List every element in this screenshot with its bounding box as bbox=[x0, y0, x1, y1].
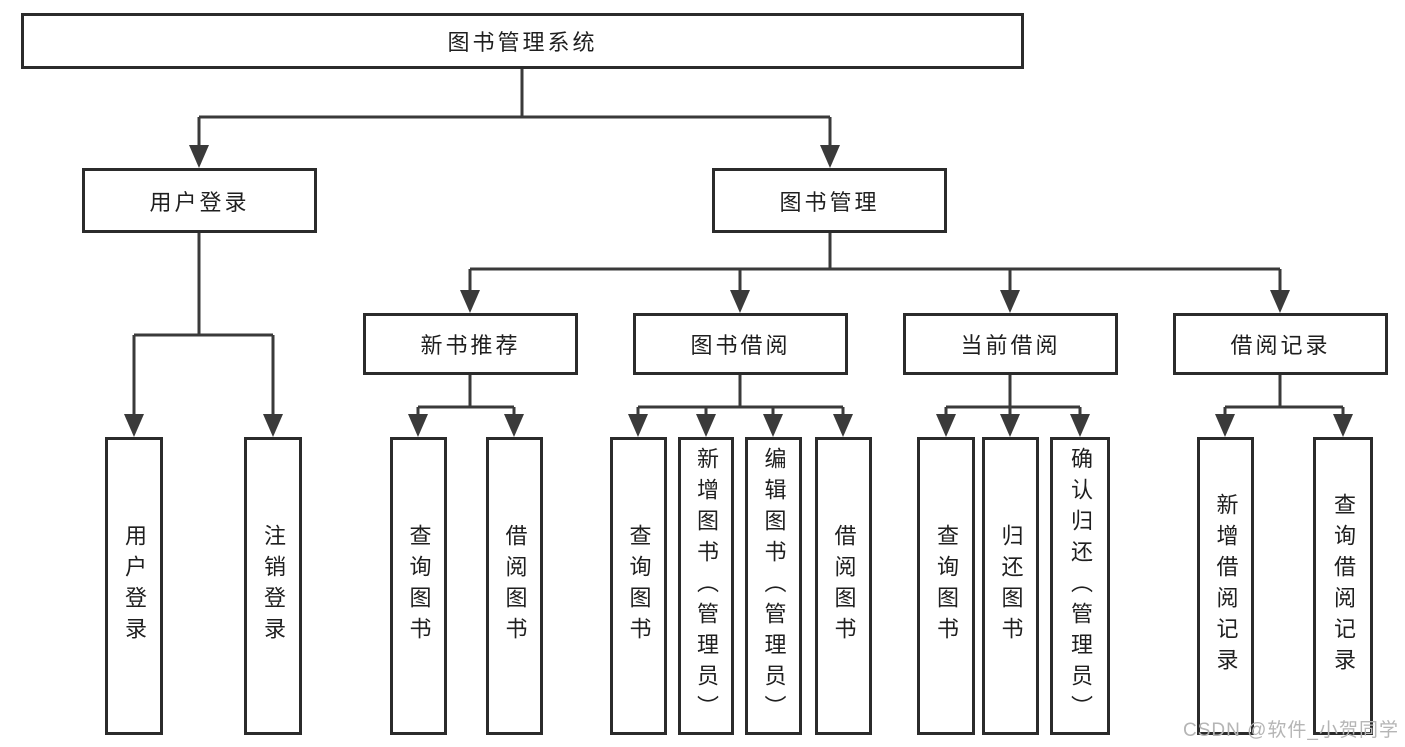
leaf-query-books-borrow: 查询图书 bbox=[610, 437, 667, 735]
leaf-add-borrow-record: 新增借阅记录 bbox=[1197, 437, 1254, 735]
leaf-edit-book-admin: 编辑图书（管理员） bbox=[745, 437, 802, 735]
leaf-logout: 注销登录 bbox=[244, 437, 302, 735]
node-new-book-recommendation: 新书推荐 bbox=[363, 313, 578, 375]
leaf-borrow-books-recommend: 借阅图书 bbox=[486, 437, 543, 735]
leaf-return-book: 归还图书 bbox=[982, 437, 1039, 735]
leaf-add-book-admin: 新增图书（管理员） bbox=[678, 437, 734, 735]
leaf-query-borrow-record: 查询借阅记录 bbox=[1313, 437, 1373, 735]
node-library-management-system: 图书管理系统 bbox=[21, 13, 1024, 69]
leaf-user-login: 用户登录 bbox=[105, 437, 163, 735]
csdn-watermark: CSDN @软件_小贺同学 bbox=[1183, 720, 1399, 741]
leaf-query-books-recommend: 查询图书 bbox=[390, 437, 447, 735]
leaf-query-books-current: 查询图书 bbox=[917, 437, 975, 735]
node-current-borrowing: 当前借阅 bbox=[903, 313, 1118, 375]
node-borrowing-records: 借阅记录 bbox=[1173, 313, 1388, 375]
node-book-borrowing: 图书借阅 bbox=[633, 313, 848, 375]
leaf-confirm-return-admin: 确认归还（管理员） bbox=[1050, 437, 1110, 735]
leaf-borrow-books: 借阅图书 bbox=[815, 437, 872, 735]
node-user-login: 用户登录 bbox=[82, 168, 317, 233]
node-book-management: 图书管理 bbox=[712, 168, 947, 233]
